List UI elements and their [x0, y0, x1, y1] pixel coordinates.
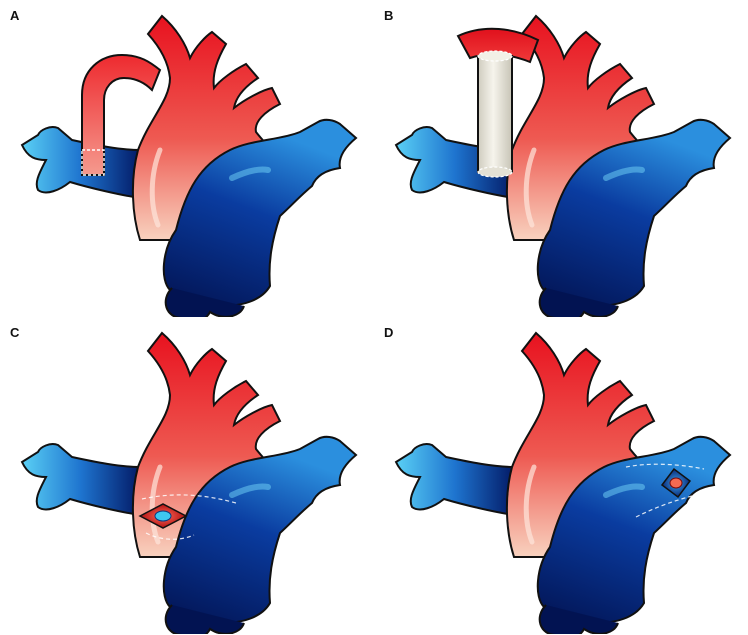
panel-c: C	[0, 317, 374, 634]
panel-label: D	[384, 325, 393, 340]
panel-c-illustration	[0, 317, 374, 634]
panel-b: B	[374, 0, 748, 317]
graft-tube	[478, 56, 512, 172]
panel-label: A	[10, 8, 19, 23]
panel-label: B	[384, 8, 393, 23]
panel-d: D	[374, 317, 748, 634]
panel-d-illustration	[374, 317, 748, 634]
panel-label: C	[10, 325, 19, 340]
window-opening	[155, 511, 171, 521]
panel-a-illustration	[0, 0, 374, 317]
graft-bottom-anastomosis	[478, 167, 512, 177]
graft-top-anastomosis	[478, 51, 512, 61]
panel-b-illustration	[374, 0, 748, 317]
branch-opening	[670, 478, 682, 488]
panel-a: A	[0, 0, 374, 317]
